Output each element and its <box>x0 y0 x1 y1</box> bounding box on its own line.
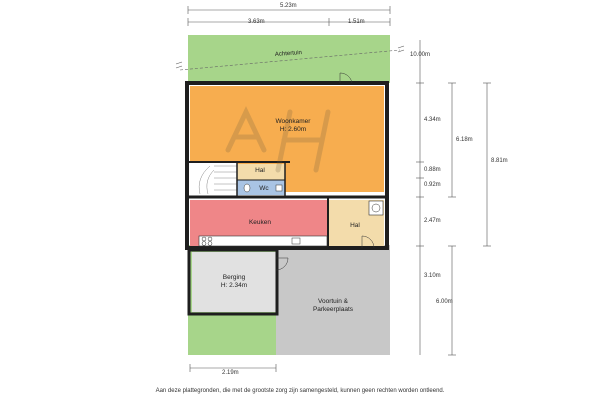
room-label-hal-lower: Hal <box>350 222 360 229</box>
berging-name: Berging <box>222 274 246 281</box>
voortuin-area <box>276 245 390 355</box>
dim-woonkamer-depth: 4.34m <box>424 117 441 123</box>
dim-6-18: 6.18m <box>456 137 473 143</box>
dim-2-47: 2.47m <box>424 218 441 224</box>
voortuin-line1: Voortuin & <box>318 298 348 305</box>
dim-0-88: 0.88m <box>424 167 441 173</box>
dimension-lines-top <box>187 6 391 26</box>
dim-back-garden: 10.00m <box>410 52 431 58</box>
room-label-keuken: Keuken <box>248 219 272 226</box>
dim-berging-width: 2.19m <box>222 370 239 376</box>
voortuin-line2: Parkeerplaats <box>312 306 354 314</box>
kitchen-counter <box>198 235 328 247</box>
dim-total-width: 5.23m <box>280 3 297 9</box>
woonkamer-name: Woonkamer <box>275 118 311 125</box>
woonkamer-height: H: 2.60m <box>279 126 307 134</box>
dimension-lines-bottom <box>189 364 277 372</box>
room-label-wc: Wc <box>259 185 269 192</box>
disclaimer-footer: Aan deze plattegronden, die met de groot… <box>155 388 445 394</box>
watermark <box>225 106 331 173</box>
dimension-lines-right <box>416 40 491 356</box>
stairs-area <box>190 162 237 195</box>
meter-box <box>368 200 384 216</box>
wc-basin <box>275 184 283 192</box>
dim-8-81: 8.81m <box>491 158 508 164</box>
toilet <box>243 183 251 193</box>
walls <box>185 81 389 316</box>
room-label-voortuin: Voortuin & Parkeerplaats <box>298 298 368 314</box>
dim-0-92: 0.92m <box>424 182 441 188</box>
dim-6-00: 6.00m <box>436 299 453 305</box>
hal-upper-area <box>237 164 285 180</box>
berging-area <box>192 252 276 312</box>
dim-segment-b: 1.51m <box>348 19 365 25</box>
break-marks <box>175 45 405 69</box>
dim-3-10: 3.10m <box>424 273 441 279</box>
room-label-berging: Berging H: 2.34m <box>205 274 263 290</box>
stairs-lines <box>198 165 237 195</box>
meter-dial <box>371 203 381 213</box>
garden-dashed-line <box>179 49 401 71</box>
room-label-hal-upper: Hal <box>255 167 265 174</box>
dim-segment-a: 3.63m <box>248 19 265 25</box>
sink <box>291 237 301 245</box>
doors <box>275 72 375 271</box>
room-label-woonkamer: Woonkamer H: 2.60m <box>258 118 328 134</box>
achtertuin-area <box>188 35 390 83</box>
stove <box>201 236 213 246</box>
berging-height: H: 2.34m <box>220 282 248 290</box>
